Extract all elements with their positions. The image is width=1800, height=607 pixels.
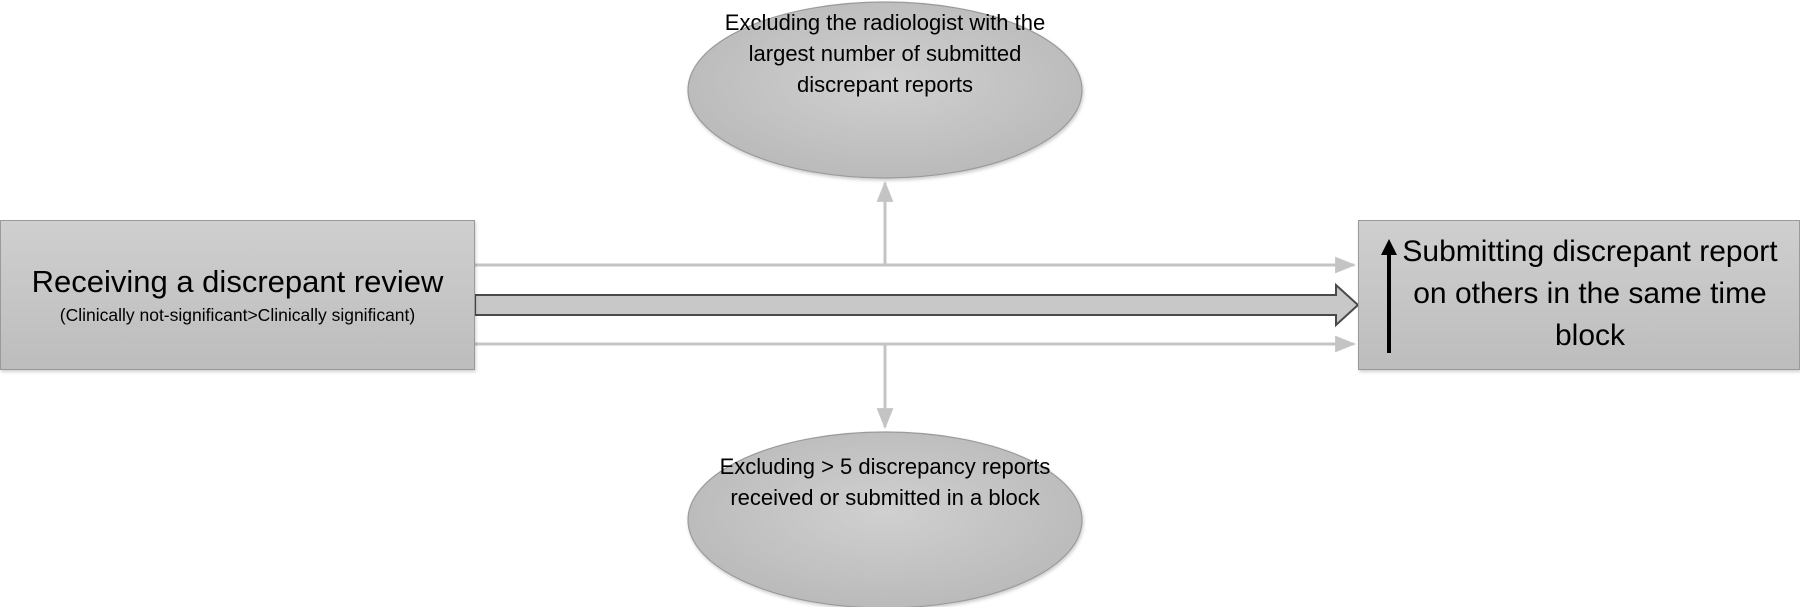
source-node-box: Receiving a discrepant review (Clinicall…	[0, 220, 475, 370]
source-node-title: Receiving a discrepant review	[31, 264, 444, 299]
ellipse-bottom	[687, 431, 1083, 607]
up-arrow-icon	[1381, 239, 1397, 358]
ellipse-top	[687, 1, 1083, 179]
outcome-node-text: Submitting discrepant report on others i…	[1402, 235, 1778, 352]
sensitivity-bottom-label: Excluding > 5 discrepancy reports receiv…	[719, 454, 1051, 510]
main-block-arrow	[474, 282, 1360, 328]
source-node-subtitle: (Clinically not-significant>Clinically s…	[59, 305, 416, 325]
outcome-node-box: Submitting discrepant report on others i…	[1358, 220, 1800, 370]
sensitivity-top-label: Excluding the radiologist with the large…	[724, 10, 1046, 97]
